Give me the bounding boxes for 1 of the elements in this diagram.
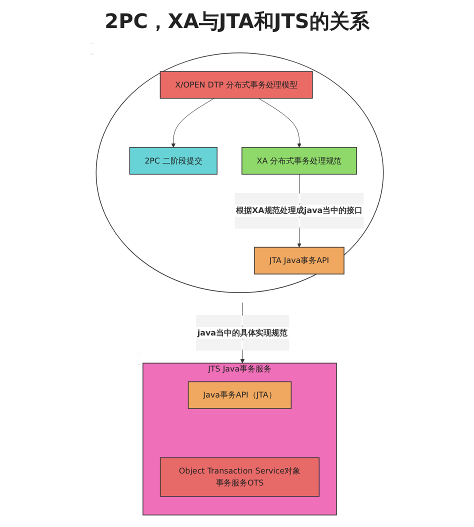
- diagram-title: 2PC，XA与JTA和JTS的关系: [104, 8, 370, 35]
